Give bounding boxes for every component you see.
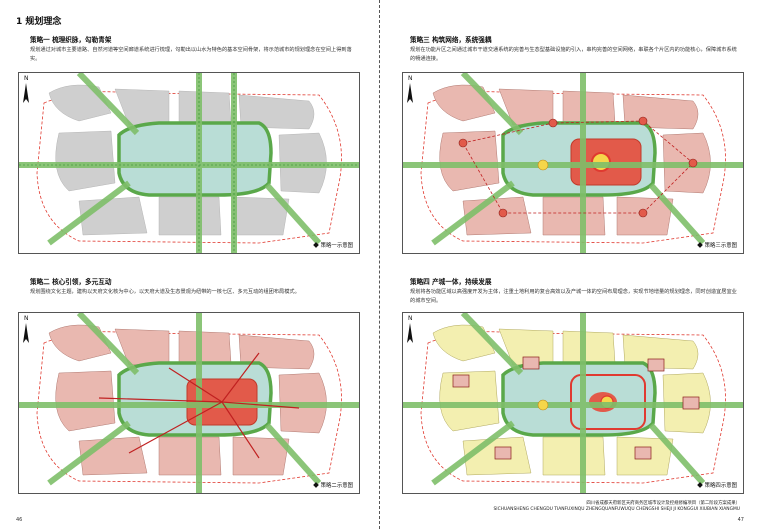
svg-text:N: N (408, 315, 413, 322)
strategy-4-title: 策略四 产城一体，持续发展 (410, 278, 492, 286)
north-arrow-icon: N (407, 75, 413, 103)
svg-text:N: N (24, 75, 29, 82)
strategy-4-diagram: N 策略四示意图 (402, 312, 744, 494)
section-title: 1 规划理念 (16, 17, 62, 27)
right-page: 策略三 构筑网络，系统强耦 规划在功能片区之间通过城市干道交通系统的完善与生态型… (380, 0, 760, 529)
strategy-2-title: 策略二 核心引领，多元互动 (30, 278, 112, 286)
strategy-4-caption: 策略四示意图 (696, 481, 737, 489)
strategy-4-map (403, 313, 743, 493)
strategy-2-map (19, 313, 359, 493)
page-number-right: 47 (737, 517, 744, 523)
strategy-3-title: 策略三 构筑网络，系统强耦 (410, 36, 492, 44)
north-arrow-icon: N (23, 315, 29, 343)
left-page: 1 规划理念 策略一 梳理织脉，勾勒青架 规划通过对城市主要道路、自然河道等空间… (16, 17, 360, 523)
page-divider (379, 0, 380, 529)
diamond-icon (312, 242, 319, 248)
strategy-1-caption: 策略一示意图 (312, 241, 353, 249)
footer-line-1: 四川省成都天府新区天府商务区城市设计及控规修编项目（第二阶段方案成果） (586, 501, 740, 506)
strategy-2-diagram: N 策略二示意图 (18, 312, 360, 494)
diamond-icon (312, 482, 319, 488)
strategy-3-map (403, 73, 743, 253)
book-footer: 四川省成都天府新区天府商务区城市设计及控规修编项目（第二阶段方案成果） SICH… (494, 501, 741, 513)
strategy-3-diagram: N 策略三示意图 (402, 72, 744, 254)
strategy-4-text: 规划将各功能区域以高强度开发为主体，注重土地利用的复合高效以及产城一体的空间布局… (410, 289, 737, 304)
strategy-1-map (19, 73, 359, 253)
strategy-1-diagram: N 策略一示意图 (18, 72, 360, 254)
diamond-icon (696, 242, 703, 248)
svg-text:N: N (24, 315, 29, 322)
page-number-left: 46 (16, 517, 23, 523)
diamond-icon (696, 482, 703, 488)
north-arrow-icon: N (407, 315, 413, 343)
svg-text:N: N (408, 75, 413, 82)
strategy-3-text: 规划在功能片区之间通过城市干道交通系统的完善与生态型基础设施的引入，串构完善的空… (410, 47, 737, 62)
north-arrow-icon: N (23, 75, 29, 103)
footer-line-2: SICHUANSHENG CHENGDU TIANFUXINQU ZHENGQU… (493, 507, 741, 512)
strategy-1-text: 规划通过对城市主要道路、自然河道等空间廊道系统进行梳理，勾勒出以山水为特色的基本… (30, 47, 352, 62)
strategy-2-caption: 策略二示意图 (312, 481, 353, 489)
strategy-3-caption: 策略三示意图 (696, 241, 737, 249)
strategy-1-title: 策略一 梳理织脉，勾勒青架 (30, 36, 112, 44)
strategy-2-text: 规划围绕文化主题，建构以天府文化核为中心，以天府大道及生态景观为纽带的一核七区、… (30, 289, 300, 295)
